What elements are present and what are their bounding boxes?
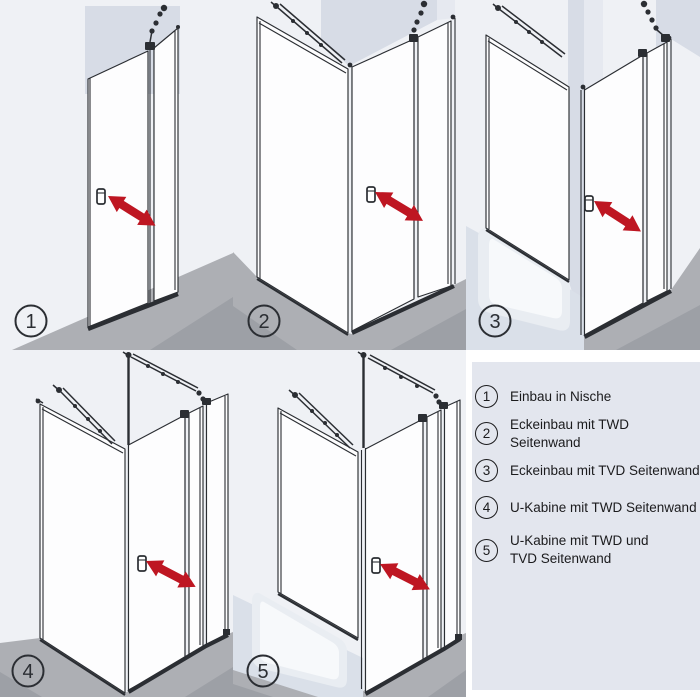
diagram-2-drawing: 2 <box>233 0 466 350</box>
number-badge-1: 1 <box>14 304 48 338</box>
number-badge-2: 2 <box>247 304 281 338</box>
legend-item-2: 2 Eckeinbau mit TWD Seitenwand <box>475 415 700 452</box>
legend-item-label: U-Kabine mit TWD Seitenwand <box>510 499 697 515</box>
swing-door-glass <box>364 418 424 693</box>
ceiling-chain-support <box>149 4 168 43</box>
diagram-5-ucabin-twd-tvd: 5 <box>233 350 466 700</box>
wall-support-rod <box>492 3 566 58</box>
diagram-4-drawing: 4 <box>0 350 233 697</box>
fixed-panel-glass <box>417 20 452 298</box>
swing-arrow-icon <box>146 560 196 588</box>
corner-walls <box>321 0 455 66</box>
diagram-4-ucabin-twd: 4 <box>0 350 233 700</box>
legend-item-label: Einbau in Nische <box>510 388 612 404</box>
ceiling-support-rod <box>130 353 211 405</box>
swing-door-glass <box>127 414 186 691</box>
legend-number-badge-1: 1 <box>475 385 498 408</box>
door-handle-icon <box>584 195 594 212</box>
floor <box>0 632 233 697</box>
diagram-3-drawing: 3 <box>466 0 700 350</box>
shower-tray <box>478 228 570 331</box>
door-handle-icon <box>371 557 381 574</box>
bottom-seal <box>364 637 462 696</box>
legend-item-4: 4 U-Kabine mit TWD Seitenwand <box>475 489 700 526</box>
shower-door-assembly <box>87 25 180 331</box>
corner-walls <box>568 0 700 332</box>
legend-item-3: 3 Eckeinbau mit TVD Seitenwand <box>475 452 700 489</box>
number-badge-4: 4 <box>11 654 45 688</box>
bottom-seal <box>87 292 179 331</box>
svg-text:2: 2 <box>258 311 269 333</box>
ceiling-chain-support <box>411 0 428 33</box>
fixed-panel-glass <box>153 27 179 302</box>
pivot-clamp <box>409 34 418 42</box>
fixed-panel-glass <box>188 405 204 656</box>
diagram-1-drawing: 1 <box>0 0 233 350</box>
number-badge-5: 5 <box>246 654 280 688</box>
fixed-panel-glass <box>426 409 442 659</box>
swing-arrow-icon <box>594 201 641 232</box>
svg-text:3: 3 <box>489 311 500 333</box>
wall-support-rod <box>270 1 346 64</box>
diagram-5-drawing: 5 <box>233 350 466 697</box>
ceiling-chain-support <box>640 0 670 42</box>
wall-support-rod <box>288 389 354 449</box>
right-side-wall-glass <box>205 393 230 646</box>
diagram-1-niche-installation: 1 <box>0 0 233 350</box>
svg-text:5: 5 <box>257 661 268 683</box>
bottom-seal <box>127 633 229 694</box>
bottom-seal <box>351 284 455 335</box>
legend-number-badge-4: 4 <box>475 496 498 519</box>
bottom-seal <box>583 289 672 339</box>
legend-panel: 1 Einbau in Nische 2 Eckeinbau mit TWD S… <box>472 362 700 690</box>
door-handle-icon <box>366 186 376 203</box>
side-wall-glass <box>35 398 126 696</box>
swing-arrow-icon <box>380 563 430 591</box>
legend-item-1: 1 Einbau in Nische <box>475 378 700 415</box>
side-wall-glass <box>256 16 349 336</box>
legend-item-label: Eckeinbau mit TVD Seitenwand <box>510 462 700 478</box>
ceiling-pole-support <box>357 351 367 448</box>
swing-door-glass <box>583 54 644 336</box>
ceiling-pole-support <box>122 351 132 445</box>
shower-door-assembly <box>351 14 456 335</box>
legend-number-badge-3: 3 <box>475 459 498 482</box>
swing-door-glass <box>351 38 415 332</box>
number-badge-3: 3 <box>478 304 512 338</box>
diagram-2-corner-twd: 2 <box>233 0 466 350</box>
shower-door-assembly <box>583 35 672 339</box>
door-handle-icon <box>137 555 147 572</box>
swing-arrow-icon <box>375 192 424 221</box>
swing-door-glass <box>87 50 149 328</box>
door-handle-icon <box>96 188 106 205</box>
ceiling-support-rod <box>367 354 448 409</box>
pivot-clamp <box>145 42 155 50</box>
svg-text:1: 1 <box>25 311 36 333</box>
shower-door-assembly <box>364 403 446 693</box>
swing-arrow-icon <box>108 196 156 226</box>
side-wall-glass <box>277 407 359 641</box>
pivot-clamp <box>180 410 189 418</box>
wall-support-rod <box>52 384 116 445</box>
legend: 1 Einbau in Nische 2 Eckeinbau mit TWD S… <box>466 350 700 700</box>
diagram-3-corner-tvd: 3 <box>466 0 700 350</box>
side-wall-glass <box>485 34 570 283</box>
legend-number-badge-5: 5 <box>475 538 498 562</box>
shower-door-assembly <box>127 399 208 691</box>
legend-item-label: Eckeinbau mit TWD Seitenwand <box>510 416 630 450</box>
right-side-wall-glass <box>443 399 462 649</box>
pivot-clamp <box>418 414 427 422</box>
legend-number-badge-2: 2 <box>475 422 498 445</box>
pivot-clamp <box>638 49 647 57</box>
svg-text:4: 4 <box>22 661 33 683</box>
